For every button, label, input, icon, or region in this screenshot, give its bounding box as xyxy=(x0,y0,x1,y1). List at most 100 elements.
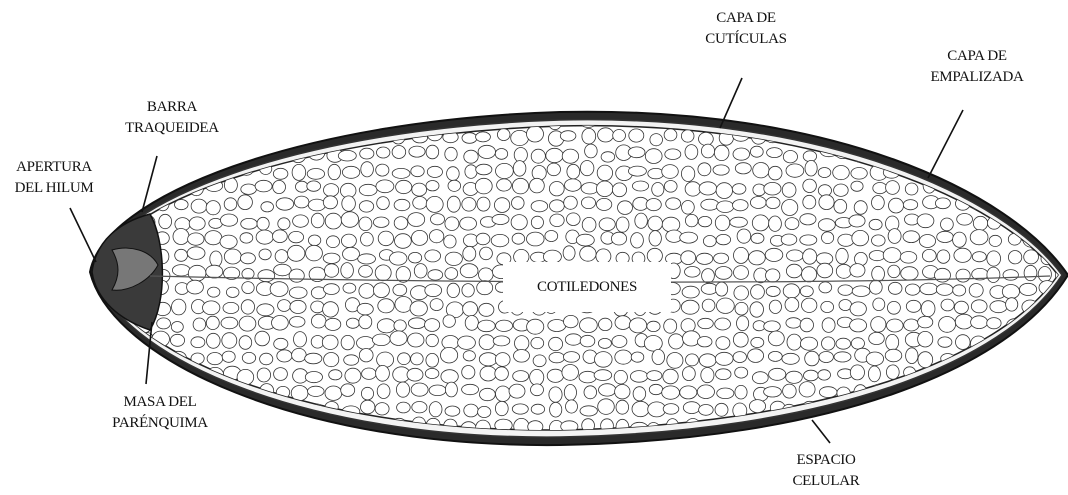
cell xyxy=(685,145,698,160)
cell xyxy=(649,384,662,394)
cell xyxy=(972,419,989,432)
cell xyxy=(737,316,749,331)
cell xyxy=(441,347,458,363)
cell xyxy=(430,299,443,311)
cell xyxy=(851,338,864,349)
cell xyxy=(782,183,796,198)
cell xyxy=(242,282,254,294)
cell xyxy=(1002,182,1019,193)
cell xyxy=(564,385,576,401)
cell xyxy=(375,265,391,281)
cell xyxy=(357,303,373,315)
cell xyxy=(220,214,237,226)
cell xyxy=(834,199,847,213)
cell xyxy=(480,247,493,260)
cell xyxy=(257,130,270,144)
cell xyxy=(173,229,189,245)
cell xyxy=(224,249,241,264)
cell xyxy=(888,133,906,144)
cell xyxy=(938,337,952,347)
cell xyxy=(87,371,101,385)
cell xyxy=(850,302,866,316)
cell xyxy=(800,337,817,350)
cell xyxy=(207,353,223,365)
label-cotiledones: COTILEDONES xyxy=(503,262,671,312)
cell xyxy=(734,247,749,263)
cell xyxy=(445,147,457,161)
cell xyxy=(564,315,579,327)
cell xyxy=(648,216,663,231)
label-apertura-hilum: APERTURA DEL HILUM xyxy=(0,157,108,199)
cell xyxy=(599,384,616,396)
cell xyxy=(378,231,393,246)
cell xyxy=(325,386,342,400)
cell xyxy=(531,216,543,228)
cell xyxy=(990,352,1003,365)
cell xyxy=(985,134,1001,145)
cell xyxy=(224,422,240,433)
cell xyxy=(460,264,478,278)
cell xyxy=(478,320,496,332)
cell xyxy=(989,420,1004,430)
cell xyxy=(716,183,732,199)
cell xyxy=(580,161,594,176)
cell xyxy=(394,217,408,230)
cell xyxy=(799,382,815,397)
cell xyxy=(750,302,764,317)
cell xyxy=(191,199,207,213)
cell xyxy=(462,366,475,379)
cell xyxy=(86,132,103,143)
cell xyxy=(428,270,443,280)
cell xyxy=(425,284,442,297)
cell xyxy=(290,300,306,313)
cell xyxy=(463,302,478,316)
cell xyxy=(176,167,189,179)
cell xyxy=(941,218,954,231)
cell xyxy=(852,286,870,297)
cell xyxy=(1006,298,1018,311)
cell xyxy=(527,319,544,334)
cell xyxy=(222,333,237,349)
cell xyxy=(734,266,749,280)
cell xyxy=(969,146,985,160)
cell xyxy=(531,201,548,212)
cell xyxy=(871,317,886,333)
cell xyxy=(869,280,882,294)
cell xyxy=(1005,133,1018,147)
cell xyxy=(88,234,101,244)
label-masa-parenquima: MASA DEL PARÉNQUIMA xyxy=(104,392,216,434)
cell xyxy=(594,370,612,381)
cell xyxy=(273,180,286,193)
cell xyxy=(1042,161,1057,176)
cell xyxy=(392,146,406,159)
cell xyxy=(581,197,595,209)
cell xyxy=(289,317,305,328)
cell xyxy=(838,234,854,246)
cell xyxy=(888,402,903,414)
cell xyxy=(615,350,632,364)
cell xyxy=(479,268,494,282)
cell xyxy=(390,331,407,346)
cell xyxy=(904,319,919,331)
cell xyxy=(389,252,407,265)
cell xyxy=(635,213,648,228)
cell xyxy=(800,117,817,129)
cell xyxy=(476,233,490,245)
cell xyxy=(786,371,803,383)
cell xyxy=(883,420,900,435)
cell xyxy=(357,337,375,350)
cell xyxy=(87,334,105,345)
cell xyxy=(1042,147,1055,162)
cell xyxy=(922,249,936,261)
cell xyxy=(713,165,729,175)
cell xyxy=(702,269,715,283)
cell xyxy=(530,178,545,193)
cell xyxy=(560,131,576,141)
cell xyxy=(749,400,765,413)
cell xyxy=(175,200,189,210)
cell xyxy=(328,164,340,179)
cell xyxy=(358,254,376,264)
cell xyxy=(783,151,797,163)
cell xyxy=(308,199,325,211)
cell xyxy=(769,368,786,380)
